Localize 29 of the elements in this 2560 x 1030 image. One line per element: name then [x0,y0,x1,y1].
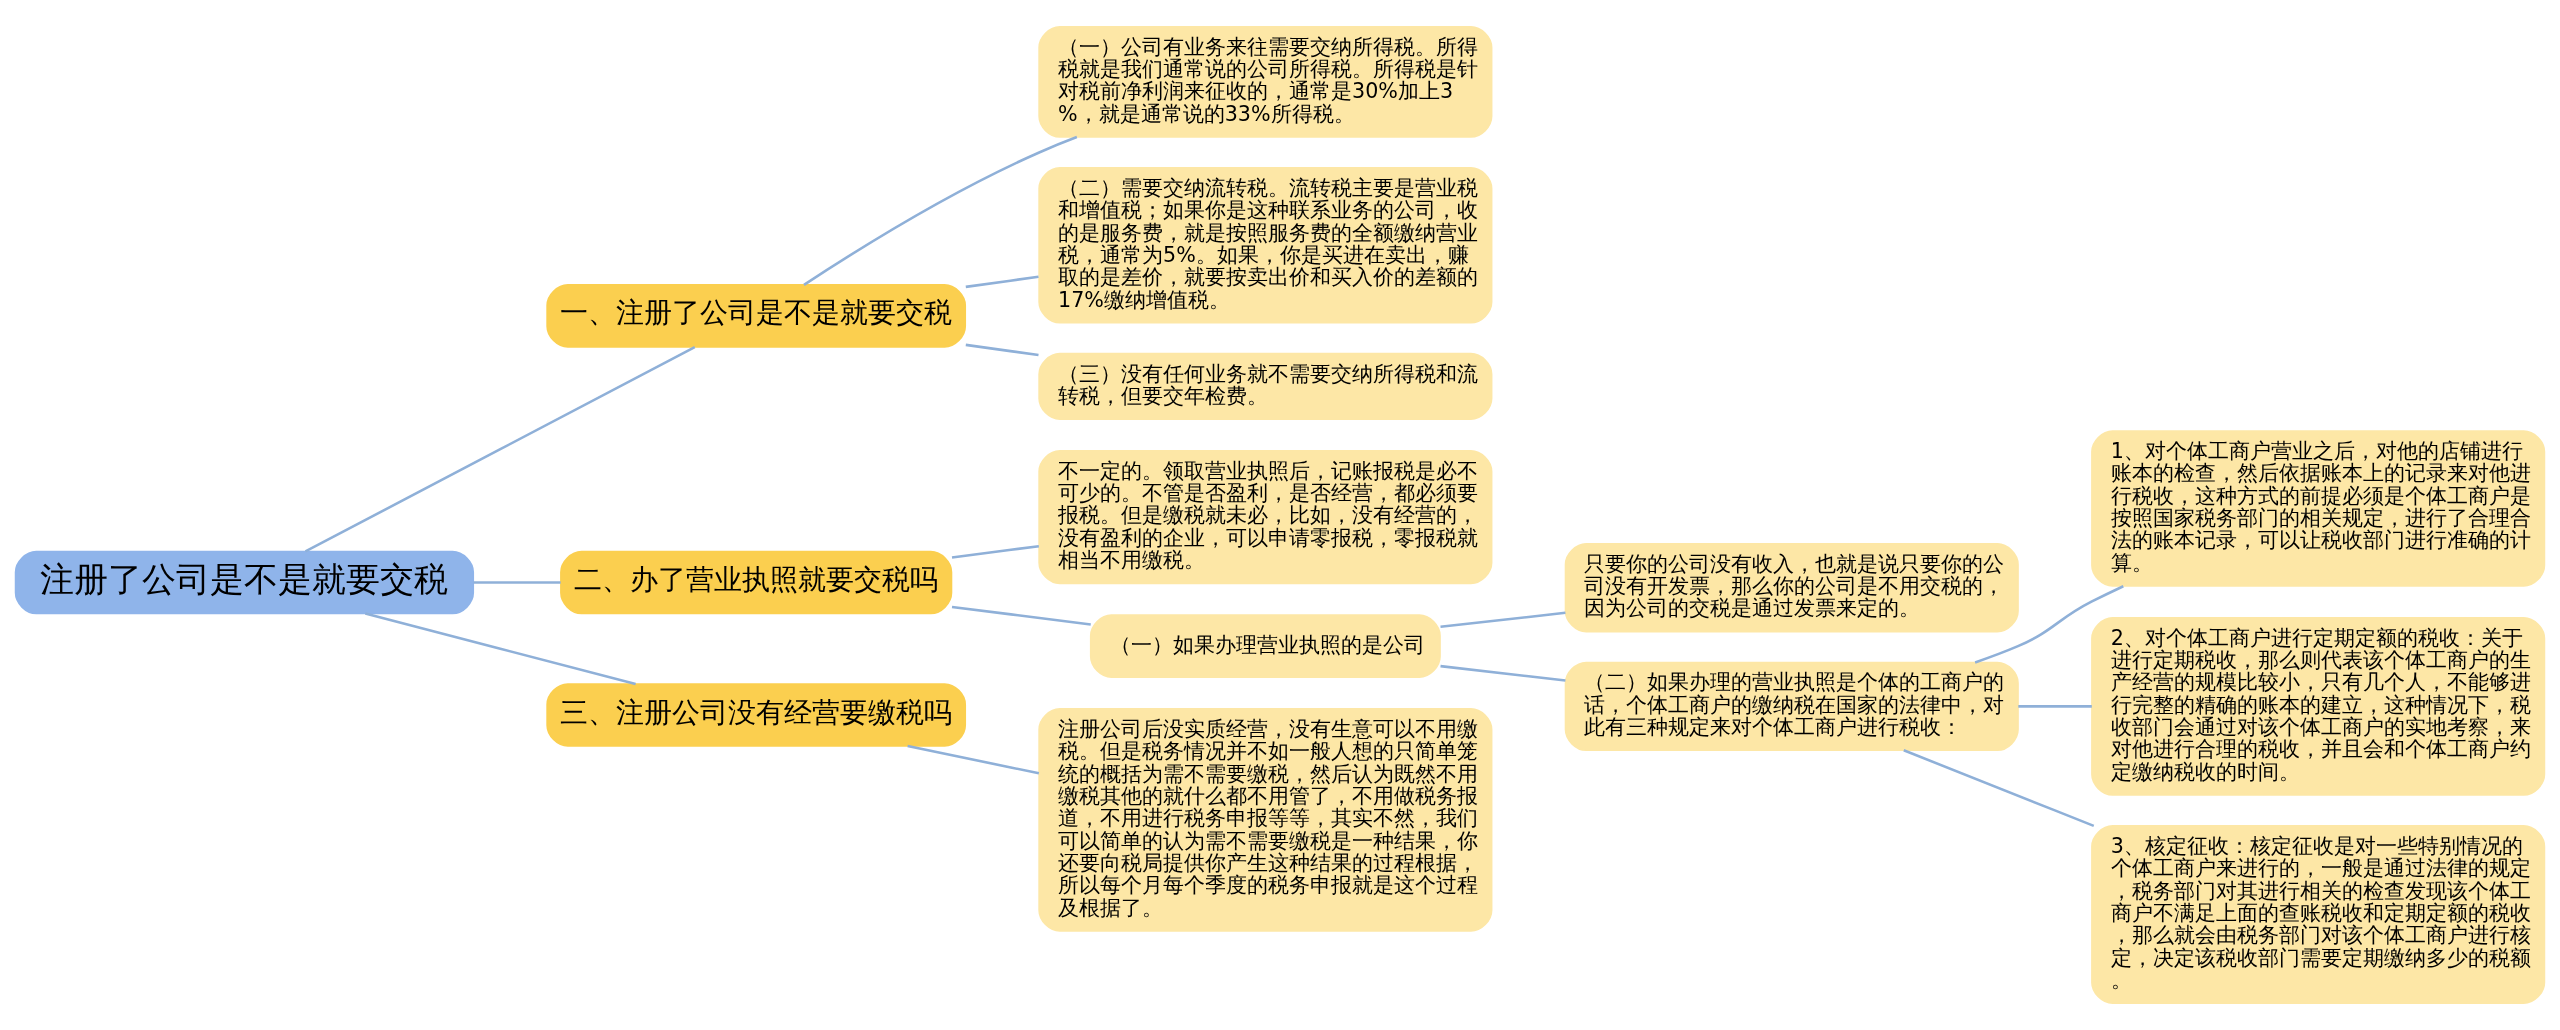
node-box: 只要你的公司没有收入，也就是说只要你的公司没有开发票，那么你的公司是不用交税的，因为公司的交税是通过发票来定的。 [1564,542,2019,633]
connector [951,544,1039,559]
node-box: 注册公司后没实质经营，没有生意可以不用缴税。但是税务情况并不如一般人想的只简单笼统的概括为需不需要缴税，然后认为既然不用缴税其他的就什么都不用管了，不用做税务报道，不用进行税务申报等等，其实不然，我们可以简单的认为需不需要缴税是一种结果，你还要向税局提供你产生这种结果的过程根据，所以每个月每个季度的税务申报就是这个过程及根据了。 [1038,708,1493,932]
connector [803,135,1078,286]
node-box: 1、对个体工商户营业之后，对他的店铺进行账本的检查，然后依据账本上的记录来对他进行税收，这种方式的前提必须是个体工商户是按照国家税务部门的相关规定，进行了合理合法的账本记录，可以让税收部门进行准确的计算。 [2091,430,2546,587]
connector [473,581,561,584]
node-box: （三）没有任何业务就不需要交纳所得税和流转税，但要交年检费。 [1038,352,1493,420]
connector [951,605,1091,626]
connector [965,343,1039,357]
node-box: 一、注册了公司是不是就要交税 [546,284,967,348]
connector [965,275,1039,289]
node-box: 注册了公司是不是就要交税 [14,550,475,615]
node-box: （一）如果办理营业执照的是公司 [1089,614,1441,678]
node-box: 二、办了营业执照就要交税吗 [560,550,953,615]
node-box: （二）需要交纳流转税。流转税主要是营业税和增值税；如果你是这种联系业务的公司，收的是服务费，就是按照服务费的全额缴纳营业税，通常为5%。如果，你是买进在卖出，赚取的是差价，就要按卖出价和买入价的差额的17%缴纳增值税。 [1038,167,1493,324]
connector [365,612,636,686]
connector [1974,585,2124,664]
connector [1440,611,1566,629]
connector [1440,664,1566,682]
node-box: （二）如果办理的营业执照是个体的工商户的话，个体工商户的缴纳税在国家的法律中，对此有三种规定来对个体工商户进行税收： [1564,661,2019,752]
connector [2018,705,2092,708]
connector [907,744,1040,775]
connector [304,346,696,553]
node-box: 不一定的。领取营业执照后，记账报税是必不可少的。不管是否盈利，是否经营，都必须要报税。但是缴税就未必，比如，没有经营的，没有盈利的企业，可以申请零报税，零报税就相当不用缴税。 [1038,450,1493,585]
connector [1903,749,2095,828]
node-box: 三、注册公司没有经营要缴税吗 [546,683,967,747]
node-box: 3、核定征收：核定征收是对一些特别情况的个体工商户来进行的，一般是通过法律的规定，税务部门对其进行相关的检查发现该个体工商户不满足上面的查账税收和定期定额的税收，那么就会由税务部门对该个体工商户进行核定，决定该税收部门需要定期缴纳多少的税额。 [2091,825,2546,1004]
node-box: （一）公司有业务来往需要交纳所得税。所得税就是我们通常说的公司所得税。所得税是针对税前净利润来征收的，通常是30%加上3%，就是通常说的33%所得税。 [1038,26,1493,138]
node-box: 2、对个体工商户进行定期定额的税收：关于进行定期税收，那么则代表该个体工商户的生产经营的规模比较小，只有几个人，不能够进行完整的精确的账本的建立，这种情况下，税收部门会通过对该个体工商户的实地考察，来对他进行合理的税收，并且会和个体工商户约定缴纳税收的时间。 [2091,616,2546,796]
